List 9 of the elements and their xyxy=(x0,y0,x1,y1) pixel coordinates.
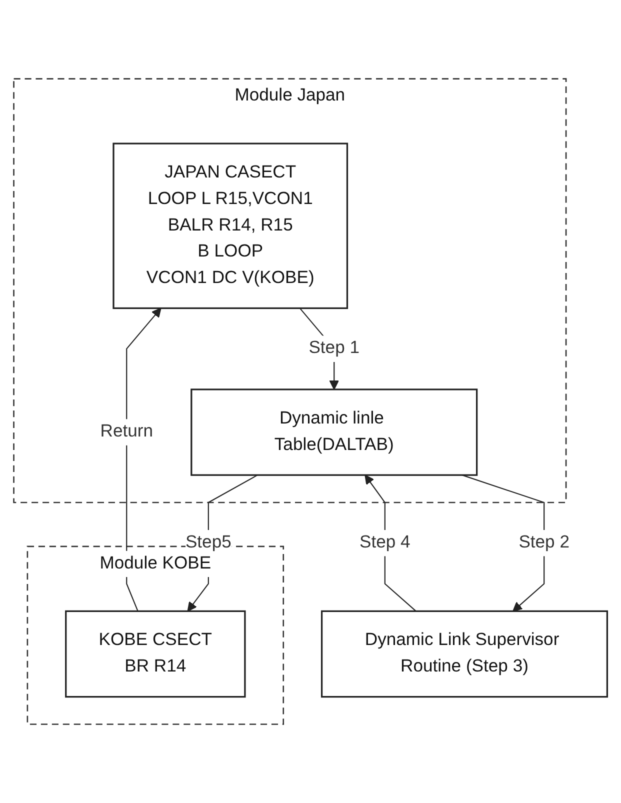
node-box: KOBE CSECT BR R14 xyxy=(65,610,246,698)
edge-label: Step 4 xyxy=(360,533,410,552)
edge-label: Step 2 xyxy=(518,533,570,552)
edge-label: Step 1 xyxy=(308,338,360,358)
edge-label: Return xyxy=(100,422,153,442)
node-box: Dynamic linle Table(DALTAB) xyxy=(190,388,478,476)
node-box: JAPAN CASECT LOOP L R15,VCON1 BALR R14, R15 B LOOP VCON1 DC V(KOBE) xyxy=(112,142,348,310)
node-box: Dynamic Link Supervisor Routine (Step 3) xyxy=(320,610,608,698)
edge-label: Step5 xyxy=(185,533,232,552)
